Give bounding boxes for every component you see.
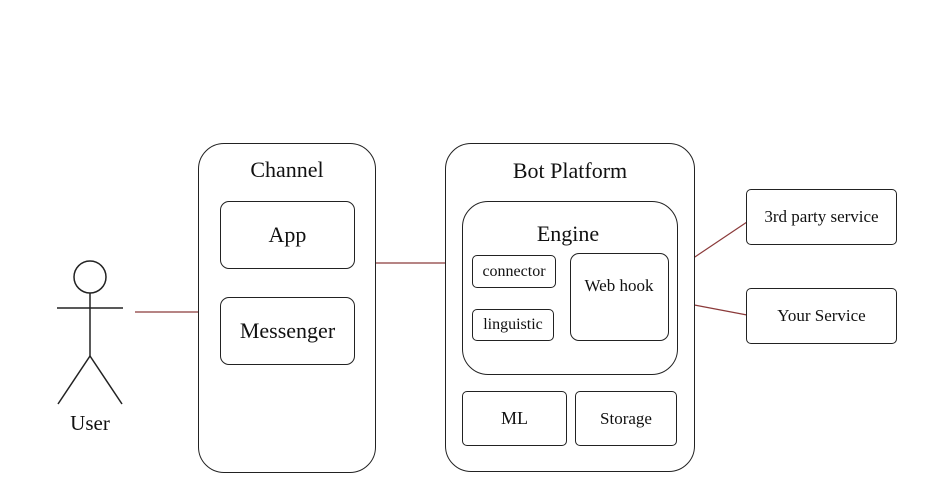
connector-box: connector <box>472 255 556 288</box>
webhook-box: Web hook <box>570 253 669 341</box>
ml-box: ML <box>462 391 567 446</box>
app-label: App <box>268 222 307 247</box>
ml-label: ML <box>501 408 528 428</box>
storage-box: Storage <box>575 391 677 446</box>
your-service-box: Your Service <box>746 288 897 344</box>
your-service-label: Your Service <box>777 306 866 325</box>
linguistic-label: linguistic <box>483 316 543 333</box>
third-party-service-box: 3rd party service <box>746 189 897 245</box>
bot-platform-title: Bot Platform <box>512 158 628 183</box>
user-label: User <box>70 411 110 435</box>
connector-label: connector <box>482 262 546 280</box>
app-box: App <box>220 201 355 269</box>
engine-title: Engine <box>536 221 600 246</box>
webhook-label: Web hook <box>584 276 654 295</box>
channel-title: Channel <box>250 157 324 182</box>
storage-label: Storage <box>600 408 652 428</box>
linguistic-box: linguistic <box>472 309 554 341</box>
messenger-label: Messenger <box>239 318 336 343</box>
user-actor-icon <box>57 260 123 405</box>
third-party-service-label: 3rd party service <box>764 207 879 226</box>
messenger-box: Messenger <box>220 297 355 365</box>
